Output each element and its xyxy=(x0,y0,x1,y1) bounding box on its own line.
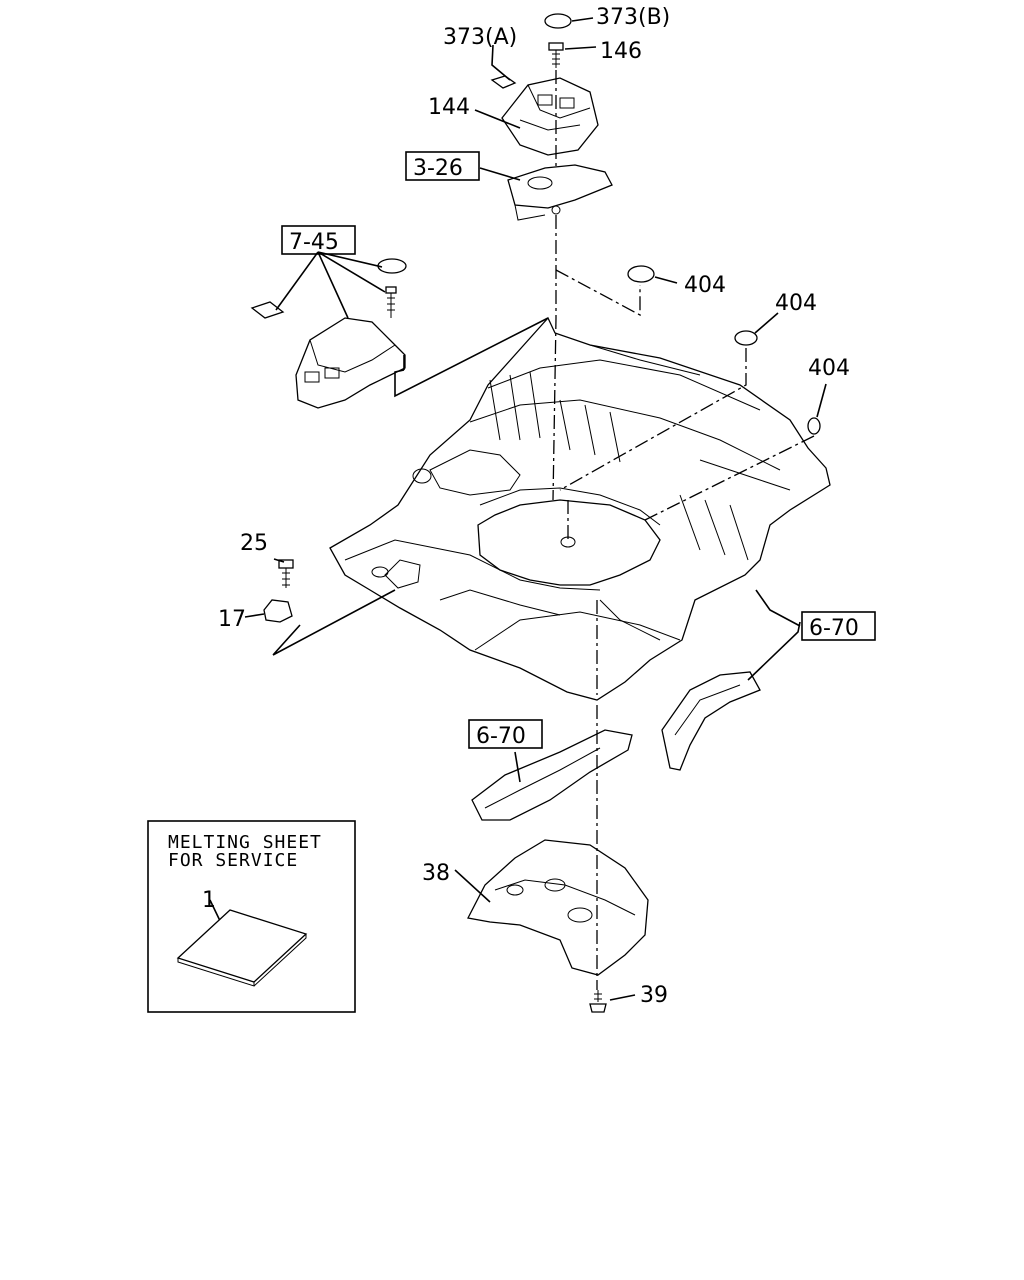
label-1: 1 xyxy=(202,888,216,913)
pad-373a xyxy=(490,75,517,89)
plug-404-c xyxy=(807,417,821,435)
center-lines xyxy=(552,70,815,990)
console-bracket-144 xyxy=(501,77,599,156)
console-assembly-7-45 xyxy=(250,258,407,409)
ref-6-70-left: 6-70 xyxy=(476,724,526,749)
part-number-labels: 373(B) 373(A) 146 144 404 404 404 25 17 … xyxy=(218,5,850,1008)
side-member-right xyxy=(661,671,761,771)
plug-404-a xyxy=(627,265,655,283)
leader-lines xyxy=(209,17,827,1001)
label-404-b: 404 xyxy=(775,291,817,316)
label-404-c: 404 xyxy=(808,356,850,381)
plug-373b xyxy=(544,13,572,29)
label-39: 39 xyxy=(640,983,668,1008)
ref-7-45: 7-45 xyxy=(289,230,339,255)
label-404-a: 404 xyxy=(684,273,726,298)
bolt-146 xyxy=(548,42,564,68)
reference-labels: 3-26 7-45 6-70 6-70 xyxy=(281,151,876,749)
bracket-3-26 xyxy=(507,164,613,221)
note-line-1: MELTING SHEET xyxy=(168,832,322,853)
plug-404-b xyxy=(734,330,758,346)
label-144: 144 xyxy=(428,95,470,120)
melting-sheet xyxy=(176,909,308,987)
crossmember-38 xyxy=(467,839,649,976)
note-line-2: FOR SERVICE xyxy=(168,850,298,871)
label-17: 17 xyxy=(218,607,246,632)
label-146: 146 xyxy=(600,39,642,64)
melting-sheet-box: MELTING SHEET FOR SERVICE 1 xyxy=(147,820,356,1013)
ref-3-26: 3-26 xyxy=(413,156,463,181)
side-member-left xyxy=(471,729,633,821)
bolt-39 xyxy=(589,990,607,1013)
ref-6-70-right: 6-70 xyxy=(809,616,859,641)
floor-panel xyxy=(329,316,831,701)
label-373b: 373(B) xyxy=(596,5,670,30)
bolt-25 xyxy=(278,559,294,588)
label-38: 38 xyxy=(422,861,450,886)
label-373a: 373(A) xyxy=(443,25,517,50)
label-25: 25 xyxy=(240,531,268,556)
nut-17 xyxy=(263,599,293,623)
